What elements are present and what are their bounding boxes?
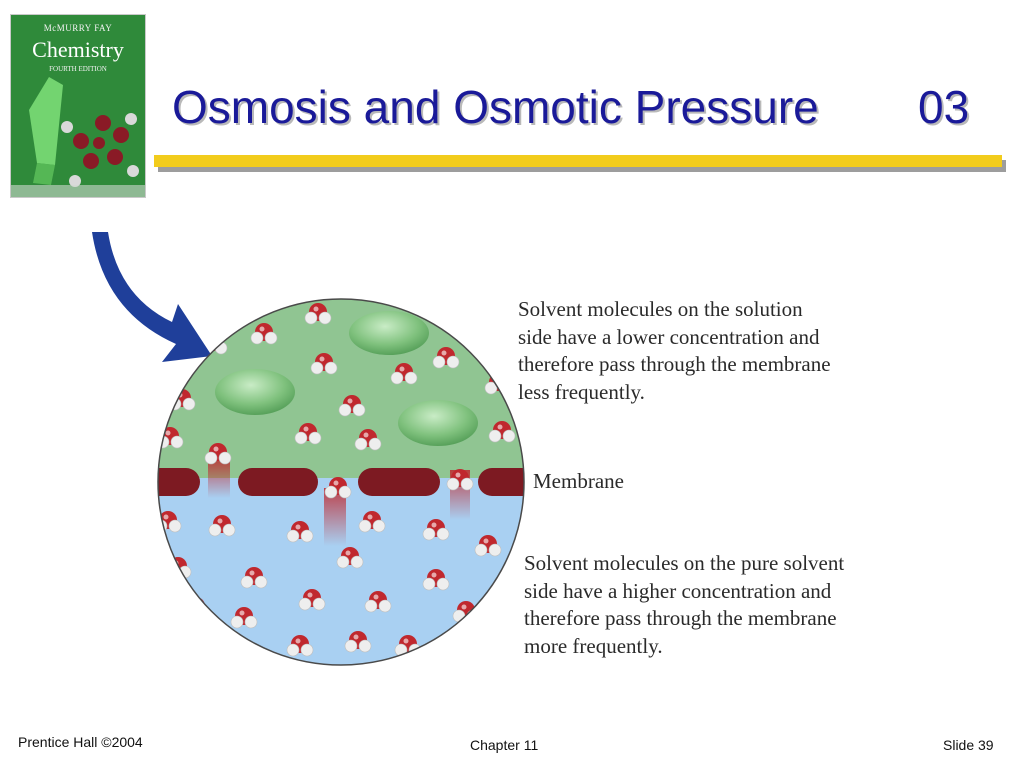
- caption-line: more frequently.: [524, 633, 663, 658]
- solution-side-caption: Solvent molecules on the solution side h…: [518, 296, 831, 406]
- membrane: [158, 468, 524, 496]
- slide-title-number: 03: [918, 81, 970, 133]
- solute-particles: [215, 311, 478, 446]
- caption-line: therefore pass through the membrane: [518, 352, 831, 376]
- cover-molecule-art: [11, 77, 145, 197]
- solvent-side-caption: Solvent molecules on the pure solvent si…: [524, 550, 844, 660]
- footer-publisher: Prentice Hall ©2004: [18, 734, 143, 750]
- magnified-view-circle: [157, 298, 525, 666]
- cover-authors: McMURRY FAY: [43, 23, 113, 33]
- cover-edition: FOURTH EDITION: [49, 65, 107, 73]
- footer-slide-number: Slide 39: [943, 737, 994, 753]
- title-rule: [154, 155, 1002, 167]
- book-cover: McMURRY FAY Chemistry FOURTH EDITION: [10, 14, 146, 198]
- footer-chapter: Chapter 11: [470, 737, 539, 753]
- caption-line: less frequently.: [518, 379, 645, 404]
- slide-title: Osmosis and Osmotic Pressure: [172, 81, 819, 133]
- caption-line: therefore pass through the membrane: [524, 606, 837, 630]
- caption-line: Solvent molecules on the solution: [518, 297, 803, 321]
- membrane-label: Membrane: [533, 469, 624, 493]
- caption-line: side have a lower concentration and: [518, 324, 820, 349]
- cover-title: Chemistry: [32, 37, 124, 62]
- caption-line: Solvent molecules on the pure solvent: [524, 551, 845, 575]
- pointer-arrow-icon: [92, 232, 212, 362]
- caption-line: side have a higher concentration and: [524, 578, 832, 603]
